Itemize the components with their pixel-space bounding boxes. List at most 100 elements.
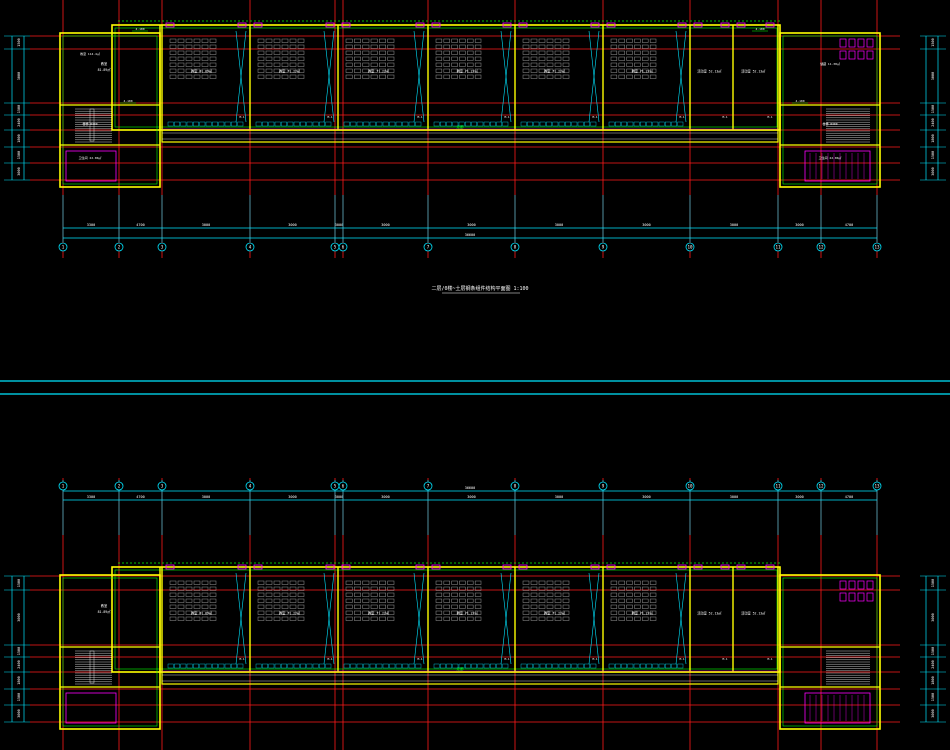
- desk: [642, 616, 649, 621]
- desk: [362, 74, 370, 79]
- desk: [379, 580, 386, 585]
- window-mark: [341, 22, 351, 28]
- storage-cabinet: [300, 121, 306, 127]
- window-mark: [590, 22, 600, 28]
- desk: [281, 598, 289, 603]
- desk: [435, 74, 443, 79]
- desk: [642, 580, 649, 585]
- right-block-inner-wall: [782, 577, 878, 727]
- desk: [387, 586, 395, 591]
- desk: [467, 44, 474, 49]
- stair-well: [89, 108, 95, 142]
- desk: [297, 62, 305, 67]
- desk: [169, 598, 177, 603]
- desk: [443, 44, 450, 49]
- desk: [169, 38, 177, 43]
- desk: [530, 74, 538, 79]
- desk: [281, 44, 289, 49]
- storage-cabinet: [677, 121, 684, 127]
- desk: [546, 610, 554, 615]
- desk: [522, 56, 530, 61]
- storage-cabinet: [558, 121, 565, 127]
- desk: [177, 62, 185, 67]
- desk: [265, 598, 273, 603]
- axis-bubble: [598, 481, 608, 491]
- desk: [467, 38, 474, 43]
- storage-cabinet: [452, 663, 459, 669]
- desk: [193, 604, 201, 609]
- desk: [201, 62, 209, 67]
- axis-bubble-label: 5: [334, 484, 337, 489]
- desk: [169, 580, 177, 585]
- desk: [345, 62, 353, 67]
- desk: [185, 592, 193, 597]
- dim-text-left: 3000: [17, 72, 21, 80]
- desk: [281, 62, 289, 67]
- desk: [443, 586, 450, 591]
- desk: [554, 68, 562, 73]
- desk: [370, 604, 378, 609]
- desk: [201, 50, 209, 55]
- room-label-left-corner: 教室: [101, 61, 107, 66]
- desk: [451, 62, 458, 67]
- desk: [177, 604, 185, 609]
- desk: [435, 586, 443, 591]
- desk: [618, 56, 625, 61]
- elevation-tag: 4.100: [795, 99, 804, 103]
- storage-cabinet: [590, 663, 597, 669]
- dim-text: 3000: [202, 495, 210, 499]
- dim-text-left: 1500: [17, 151, 21, 159]
- desk: [467, 74, 474, 79]
- storage-cabinet: [231, 121, 237, 127]
- storage-cabinet: [571, 663, 578, 669]
- window-mark: [415, 564, 425, 570]
- desk: [345, 38, 353, 43]
- desk: [554, 38, 562, 43]
- desk: [554, 610, 562, 615]
- desk: [642, 598, 649, 603]
- desk: [257, 598, 265, 603]
- desk: [618, 74, 625, 79]
- desk: [387, 68, 395, 73]
- desk: [443, 74, 450, 79]
- desk: [193, 616, 201, 621]
- desk: [370, 56, 378, 61]
- desk: [554, 616, 562, 621]
- dim-text: 3000: [730, 223, 738, 227]
- storage-cabinet: [458, 121, 465, 127]
- desk: [467, 610, 474, 615]
- axis-bubble: [510, 242, 520, 252]
- axis-bubble-label: 12: [818, 484, 824, 489]
- desk: [649, 38, 657, 43]
- axis-bubble: [872, 481, 882, 491]
- toilet-stall: [839, 592, 847, 602]
- storage-cabinet: [627, 121, 634, 127]
- storage-cabinet: [446, 121, 452, 127]
- desk: [626, 44, 633, 49]
- storage-cabinet: [319, 121, 325, 127]
- desk: [177, 610, 185, 615]
- axis-bubble-label: 11: [775, 245, 781, 250]
- desk: [459, 74, 466, 79]
- storage-cabinet: [646, 121, 652, 127]
- desk: [554, 62, 562, 67]
- desk: [435, 68, 443, 73]
- desk: [354, 44, 361, 49]
- right-block-room-label: 储藏 11.38㎡: [820, 61, 840, 66]
- desk: [546, 56, 554, 61]
- desk: [289, 604, 297, 609]
- desk: [354, 50, 361, 55]
- storage-cabinet: [369, 121, 376, 127]
- room-label: 教室 71.22㎡: [279, 610, 301, 615]
- window-mark: [431, 564, 441, 570]
- window-mark: [765, 564, 775, 570]
- dim-text: 3000: [467, 495, 475, 499]
- desk: [193, 56, 201, 61]
- desk: [257, 592, 265, 597]
- desk: [649, 592, 657, 597]
- dim-text: 3000: [795, 495, 803, 499]
- desk: [626, 580, 633, 585]
